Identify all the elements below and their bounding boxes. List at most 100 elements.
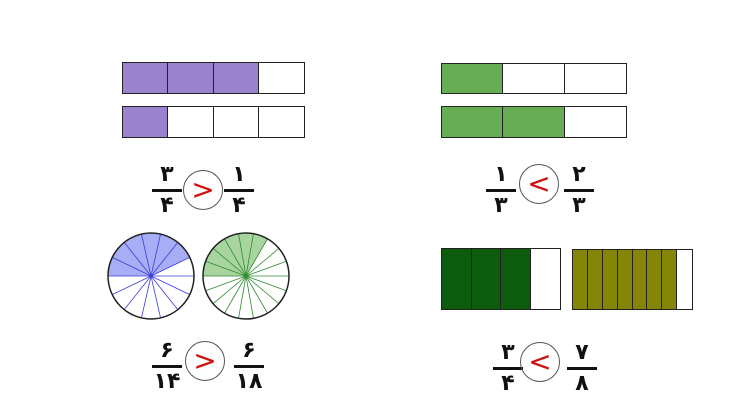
sector-line [205, 260, 247, 277]
bar-two-thirds [441, 106, 627, 138]
comparison-symbol: > [183, 170, 223, 210]
fraction-bar [234, 365, 264, 368]
bar-segment [503, 64, 565, 93]
numerator: ۶ [242, 338, 256, 363]
sector-line [150, 275, 161, 319]
circle-eighteen-parts [202, 232, 290, 320]
block-segment [647, 250, 663, 309]
block-seven-eighths [572, 249, 693, 310]
denominator: ۴ [232, 192, 246, 218]
sector-line [224, 238, 247, 277]
numerator: ۱ [494, 162, 508, 187]
sector-line [238, 233, 247, 277]
bar-segment [564, 107, 626, 137]
numerator: ۱ [232, 162, 246, 187]
bar-segment [123, 107, 169, 137]
bar-one-third [441, 63, 627, 94]
block-segment [530, 249, 560, 309]
denominator: ۴ [501, 370, 515, 396]
sector-line [150, 233, 161, 277]
sector-line [224, 275, 247, 314]
block-segment [677, 250, 692, 309]
block-segment [602, 250, 618, 309]
block-segment [501, 249, 531, 309]
denominator: ۱۴ [153, 368, 181, 394]
denominator: ۴ [160, 192, 174, 218]
comparison-symbol: < [519, 164, 559, 204]
numerator: ۷ [575, 340, 589, 365]
sector-line [238, 275, 247, 319]
fraction-bar [564, 189, 594, 192]
bar-segment [123, 63, 169, 93]
bar-segment [168, 107, 214, 137]
sector-line [245, 275, 268, 314]
fraction-left-bottom-left: ۶ ۱۴ [150, 340, 184, 393]
denominator: ۱۸ [235, 368, 263, 394]
circle-fourteen-parts [107, 232, 195, 320]
fraction-left-top-left: ۳ ۴ [150, 164, 184, 217]
comparison-symbol: > [185, 341, 225, 381]
sector-line [150, 256, 190, 277]
fraction-right-top-left: ۱ ۴ [222, 164, 256, 217]
fraction-left-bottom-right: ۳ ۴ [491, 342, 525, 395]
sector-line [112, 256, 152, 277]
bar-segment [258, 63, 304, 93]
bar-segment [213, 63, 259, 93]
sector-line [112, 275, 152, 296]
sector-line [123, 242, 152, 277]
block-segment [617, 250, 633, 309]
fraction-right-top-right: ۲ ۳ [562, 164, 596, 217]
fraction-bar [493, 367, 523, 370]
sector-line [245, 275, 287, 292]
sector-line [150, 242, 179, 277]
denominator: ۳ [494, 192, 508, 218]
block-segment [471, 249, 501, 309]
fraction-bar [152, 189, 182, 192]
sector-line [245, 275, 254, 319]
sector-line [245, 275, 280, 304]
block-segment [587, 250, 603, 309]
filled-sector [203, 233, 268, 276]
bar-segment [168, 63, 214, 93]
bar-segment [442, 107, 504, 137]
block-segment [573, 250, 588, 309]
sector-line [212, 248, 247, 277]
fraction-bar [486, 189, 516, 192]
numerator: ۳ [160, 162, 174, 187]
comparison-symbol: < [520, 342, 560, 382]
numerator: ۳ [501, 340, 515, 365]
bar-segment [213, 107, 259, 137]
numerator: ۲ [572, 162, 586, 187]
block-segment [662, 250, 678, 309]
sector-line [245, 233, 254, 277]
sector-line [150, 275, 179, 310]
circle-outline [107, 232, 195, 320]
sector-line [150, 275, 190, 296]
sector-line [205, 275, 247, 292]
sector-line [141, 275, 152, 319]
denominator: ۳ [572, 192, 586, 218]
block-three-quarters [441, 248, 561, 310]
filled-sector [108, 233, 190, 276]
circle-outline [202, 232, 290, 320]
sector-line [212, 275, 247, 304]
sector-line [245, 260, 287, 277]
bar-three-quarters [122, 62, 305, 94]
sector-line [245, 248, 280, 277]
sector-line [245, 238, 268, 277]
numerator: ۶ [160, 338, 174, 363]
circles-figure [107, 232, 290, 320]
block-segment [632, 250, 648, 309]
block-segment [442, 249, 472, 309]
fraction-bar [567, 367, 597, 370]
denominator: ۸ [575, 370, 589, 396]
bar-one-quarter [122, 106, 305, 138]
bar-segment [258, 107, 304, 137]
fraction-right-bottom-left: ۶ ۱۸ [232, 340, 266, 393]
sector-line [141, 233, 152, 277]
bar-segment [564, 64, 626, 93]
fraction-bar [152, 365, 182, 368]
fraction-left-top-right: ۱ ۳ [484, 164, 518, 217]
bar-segment [442, 64, 504, 93]
fraction-right-bottom-right: ۷ ۸ [565, 342, 599, 395]
